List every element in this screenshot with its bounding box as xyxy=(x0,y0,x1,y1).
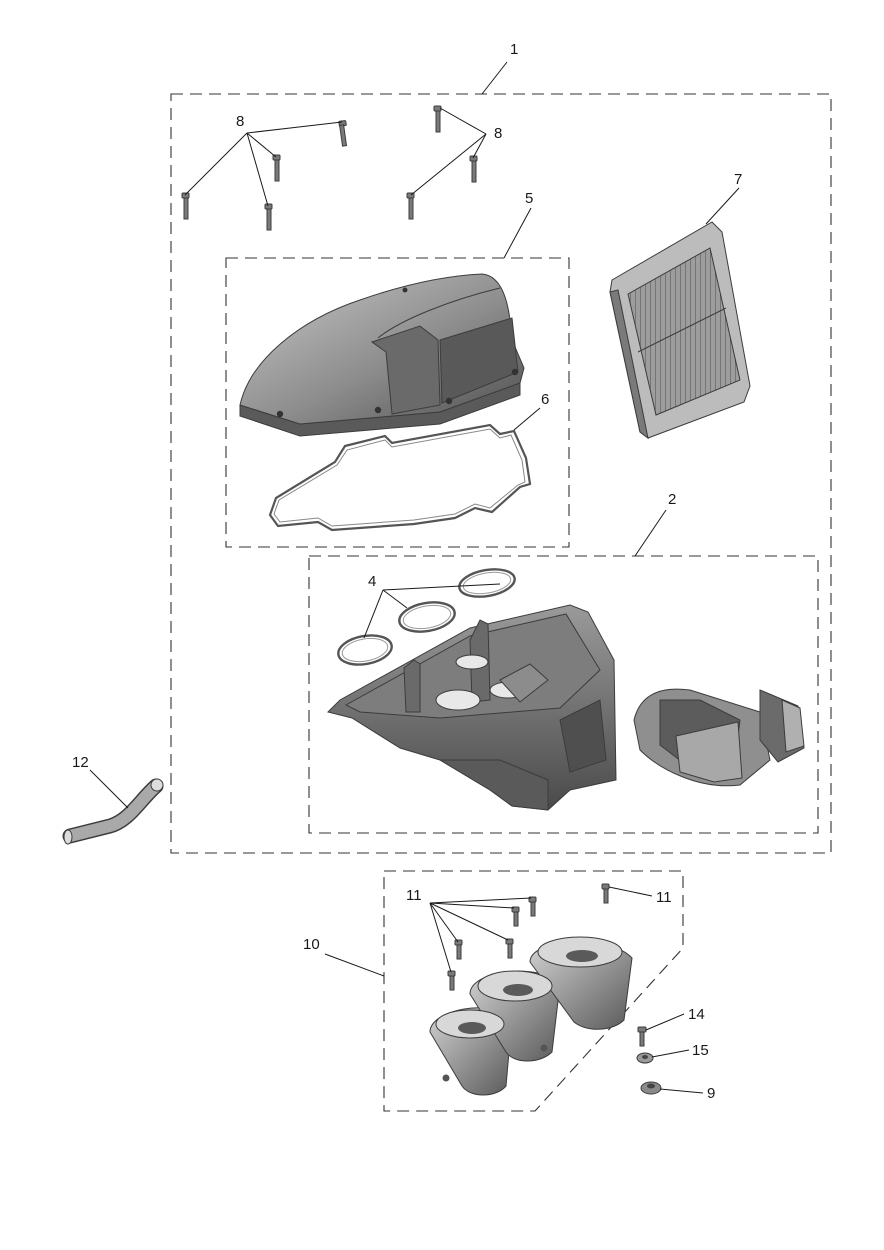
bolt-14 xyxy=(637,1026,647,1047)
callout-11-left: 11 xyxy=(406,887,422,904)
callout-9: 9 xyxy=(707,1085,715,1102)
callout-4: 4 xyxy=(368,573,376,590)
callout-8-right: 8 xyxy=(494,125,502,142)
air-filter xyxy=(609,221,751,440)
assembly-1-boundary xyxy=(170,93,832,854)
callout-5: 5 xyxy=(525,190,533,207)
breather-hose xyxy=(62,778,164,845)
trumpet-screws xyxy=(447,883,610,991)
washer-15 xyxy=(636,1052,654,1064)
callout-10: 10 xyxy=(303,936,320,953)
callout-1: 1 xyxy=(510,41,518,58)
callout-labels: 1 2 4 5 6 7 8 8 9 10 11 11 12 14 15 xyxy=(72,41,742,1102)
screw-group-left xyxy=(181,120,348,231)
callout-15: 15 xyxy=(692,1042,709,1059)
assembly-5-boundary xyxy=(225,257,570,548)
assembly-10-boundary xyxy=(383,870,684,1112)
callout-6: 6 xyxy=(541,391,549,408)
callout-12: 12 xyxy=(72,754,89,771)
callout-14: 14 xyxy=(688,1006,705,1023)
leader-lines xyxy=(89,61,740,1094)
cover-gasket xyxy=(268,423,532,532)
grommet-9 xyxy=(640,1081,662,1095)
airbox-base xyxy=(327,604,617,811)
screw-group-right xyxy=(406,105,478,220)
callout-7: 7 xyxy=(734,171,742,188)
intake-duct xyxy=(633,688,805,787)
airbox-cover xyxy=(239,273,525,437)
o-ring-seals xyxy=(337,568,516,666)
callout-8-left: 8 xyxy=(236,113,244,130)
callout-11-right: 11 xyxy=(656,889,672,906)
assembly-2-boundary xyxy=(308,555,819,834)
callout-2: 2 xyxy=(668,491,676,508)
velocity-stacks xyxy=(429,936,633,1096)
